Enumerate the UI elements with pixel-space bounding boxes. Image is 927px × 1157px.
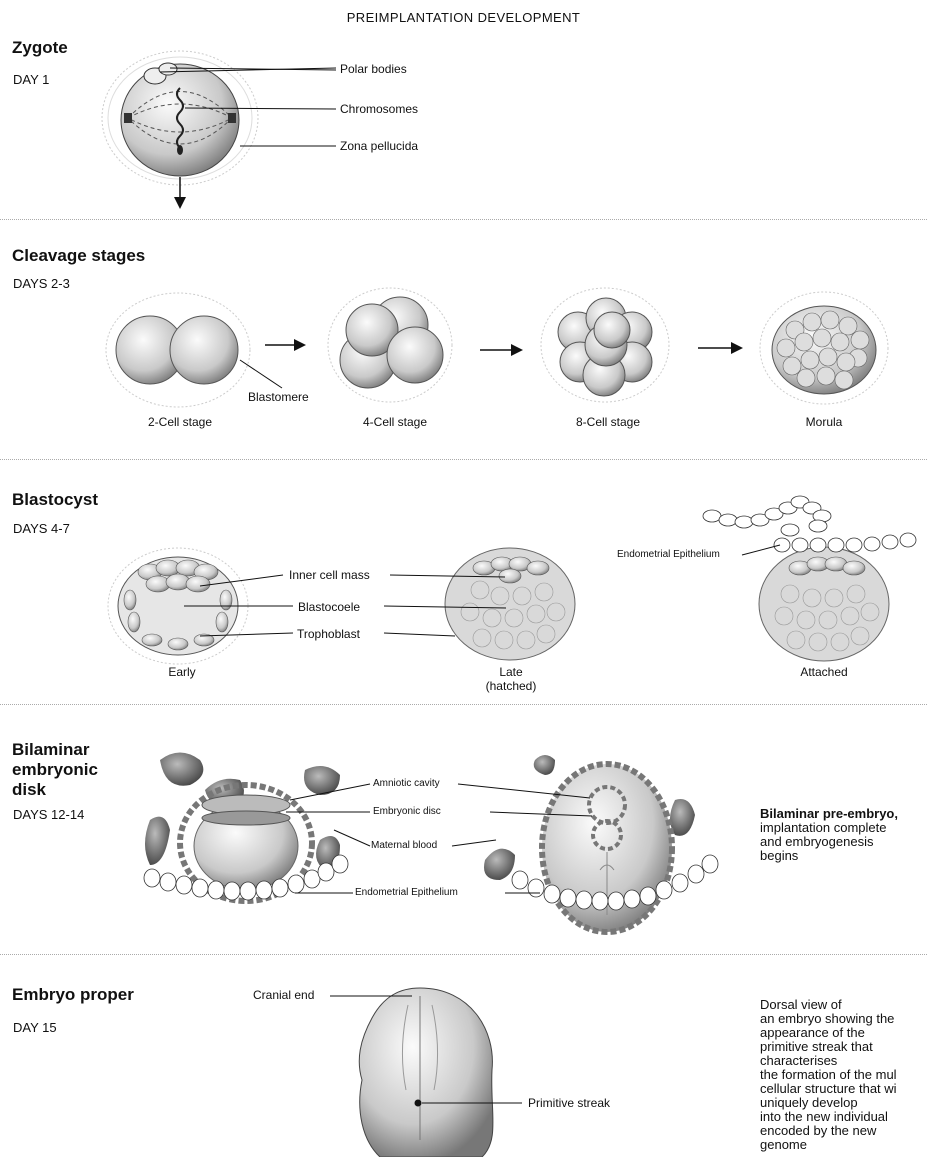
label-zona-pellucida: Zona pellucida bbox=[340, 139, 418, 153]
blastocyst-attached bbox=[703, 496, 916, 661]
caption-attached: Attached bbox=[774, 665, 874, 679]
four-cell-embryo bbox=[328, 288, 452, 402]
embryo-description-line: uniquely develop bbox=[760, 1096, 927, 1110]
caption-8-cell: 8-Cell stage bbox=[558, 415, 658, 429]
caption-early: Early bbox=[132, 665, 232, 679]
label-amniotic-cavity: Amniotic cavity bbox=[373, 778, 440, 789]
separator-2 bbox=[0, 459, 927, 460]
cleavage-day: DAYS 2-3 bbox=[13, 276, 70, 291]
label-trophoblast: Trophoblast bbox=[297, 627, 360, 641]
embryo-dorsal-view bbox=[359, 988, 493, 1157]
zygote-day: DAY 1 bbox=[13, 72, 49, 87]
embryo-description-line: Dorsal view of bbox=[760, 998, 927, 1012]
cleavage-heading: Cleavage stages bbox=[12, 245, 145, 266]
bilaminar-heading-line-1: Bilaminar bbox=[12, 739, 89, 760]
label-maternal-blood: Maternal blood bbox=[371, 840, 437, 851]
embryo-description-line: characterises bbox=[760, 1054, 927, 1068]
label-primitive-streak: Primitive streak bbox=[528, 1096, 610, 1110]
caption-morula: Morula bbox=[774, 415, 874, 429]
label-polar-bodies: Polar bodies bbox=[340, 62, 407, 76]
zygote-heading: Zygote bbox=[12, 37, 68, 58]
morula-embryo bbox=[760, 292, 888, 404]
page-title: PREIMPLANTATION DEVELOPMENT bbox=[0, 10, 927, 25]
blastocyst-heading: Blastocyst bbox=[12, 489, 98, 510]
caption-4-cell: 4-Cell stage bbox=[345, 415, 445, 429]
label-inner-cell-mass: Inner cell mass bbox=[289, 568, 370, 582]
caption-2-cell: 2-Cell stage bbox=[130, 415, 230, 429]
two-cell-embryo bbox=[106, 293, 250, 407]
bilaminar-heading-line-3: disk bbox=[12, 779, 46, 800]
label-chromosomes: Chromosomes bbox=[340, 102, 418, 116]
label-cranial-end: Cranial end bbox=[253, 988, 314, 1002]
label-blastomere: Blastomere bbox=[248, 390, 309, 404]
embryo-description-line: appearance of the bbox=[760, 1026, 927, 1040]
embryo-description: Dorsal view of an embryo showing the app… bbox=[760, 998, 927, 1152]
bilaminar-left-illustration bbox=[144, 753, 348, 902]
label-embryonic-disc: Embryonic disc bbox=[373, 806, 441, 817]
embryo-description-line: encoded by the new bbox=[760, 1124, 927, 1138]
blastocyst-late bbox=[445, 548, 575, 660]
embryo-heading: Embryo proper bbox=[12, 984, 134, 1005]
label-endometrial-epithelium-bilaminar: Endometrial Epithelium bbox=[355, 887, 458, 898]
caption-late-sub: (hatched) bbox=[461, 679, 561, 693]
bilaminar-description-line: and embryogenesis bbox=[760, 835, 898, 849]
blastomere-leader bbox=[240, 360, 282, 388]
bilaminar-description-line: begins bbox=[760, 849, 898, 863]
embryo-description-line: into the new individual bbox=[760, 1110, 927, 1124]
bilaminar-description-line: implantation complete bbox=[760, 821, 898, 835]
embryo-description-line: primitive streak that bbox=[760, 1040, 927, 1054]
bilaminar-description: Bilaminar pre-embryo, implantation compl… bbox=[760, 807, 898, 863]
eight-cell-embryo bbox=[541, 288, 669, 402]
caption-late: Late bbox=[461, 665, 561, 679]
separator-1 bbox=[0, 219, 927, 220]
bilaminar-heading-line-2: embryonic bbox=[12, 759, 98, 780]
separator-4 bbox=[0, 954, 927, 955]
bilaminar-description-bold: Bilaminar pre-embryo, bbox=[760, 807, 898, 821]
embryo-description-line: an embryo showing the bbox=[760, 1012, 927, 1026]
bilaminar-right-illustration bbox=[484, 755, 718, 932]
label-blastocoele: Blastocoele bbox=[298, 600, 360, 614]
label-endometrial-epithelium-blastocyst: Endometrial Epithelium bbox=[617, 549, 720, 560]
embryo-description-line: genome bbox=[760, 1138, 927, 1152]
bilaminar-day: DAYS 12-14 bbox=[13, 807, 84, 822]
separator-3 bbox=[0, 704, 927, 705]
embryo-description-line: the formation of the mul bbox=[760, 1068, 927, 1082]
blastocyst-day: DAYS 4-7 bbox=[13, 521, 70, 536]
embryo-description-line: cellular structure that wi bbox=[760, 1082, 927, 1096]
embryo-day: DAY 15 bbox=[13, 1020, 57, 1035]
